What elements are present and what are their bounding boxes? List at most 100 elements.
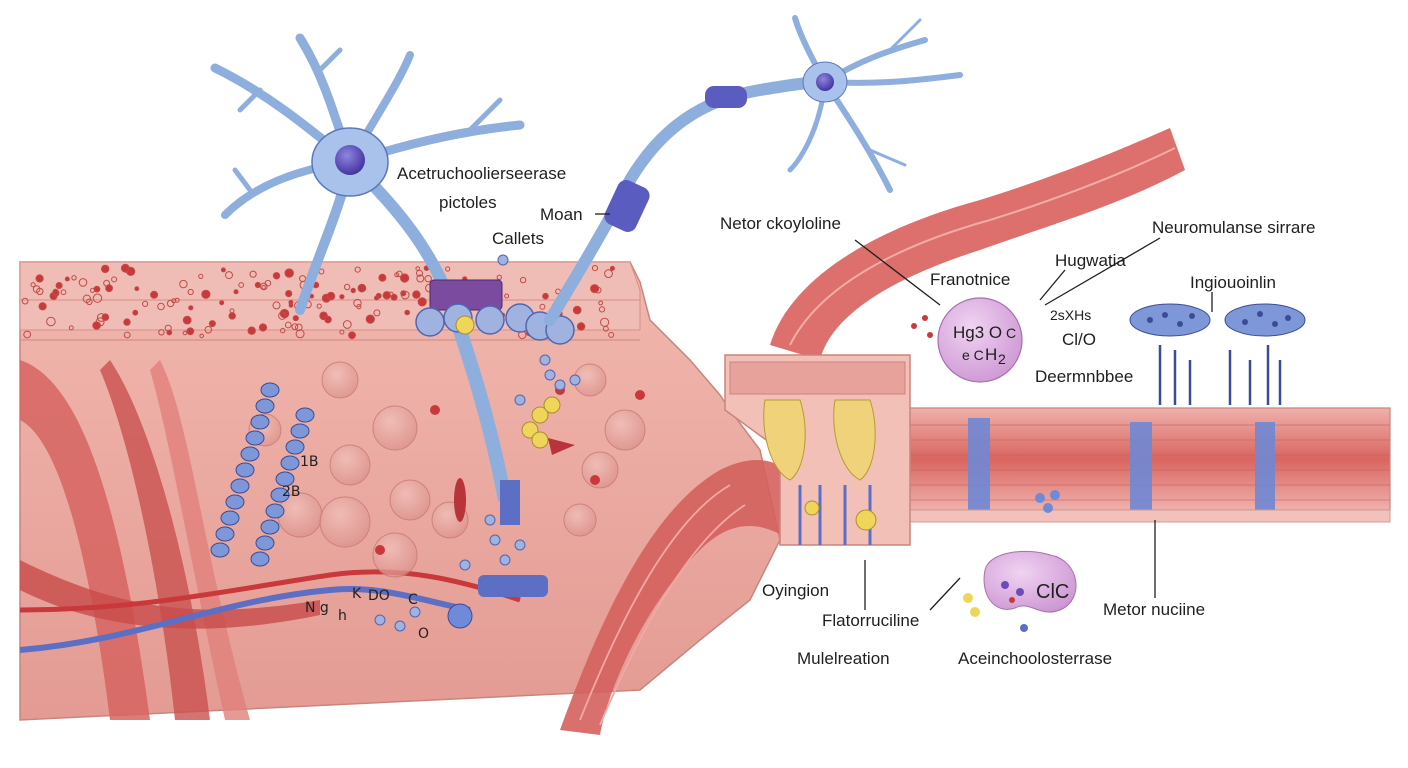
formula-label: H [985,345,997,364]
speckle-dot [357,283,367,293]
speckle-dot [158,329,165,336]
speckle-dot [238,282,245,288]
speckle-dot [348,331,356,340]
speckle-dot [288,303,294,308]
formula-label: C [1006,325,1016,341]
vesicle-chains [210,382,315,567]
speckle-dot [171,298,177,304]
blood-cell [430,405,440,415]
speckle-dot [92,293,103,303]
tissue-cell [319,496,371,548]
speckle-dot [324,315,332,324]
chain-vesicle [255,535,275,551]
speckle-dot [35,274,44,283]
speckle-dot [157,302,165,311]
speckle-dot [590,284,600,294]
chain-vesicle [245,430,265,446]
speckle-dot [412,290,421,299]
speckle-dot [354,266,361,273]
artery-red [19,569,521,613]
speckle-dot [60,289,67,296]
speckle-dot [64,276,70,282]
mitochondrion [855,509,877,531]
speckle-dot [604,269,613,279]
speckle-dot [219,300,225,306]
chain-vesicle [280,455,300,471]
tissue-cell [329,444,371,486]
left-muscle-bundles [20,360,320,720]
label-ingiouoinlin: Ingiouoinlin [1190,273,1276,292]
speckle-dot [339,329,345,335]
speckle-dot [278,311,287,320]
tissue-cell [389,479,431,521]
junction-terminal [724,354,911,546]
speckle-dot [204,325,213,334]
speckle-dot [93,285,101,293]
speckle-dot [82,294,92,303]
tissue-cells [248,361,646,578]
vesicle [544,369,556,381]
note-k: K [352,586,362,602]
speckle-dot [166,299,175,308]
formula-label: 2 [998,351,1006,367]
chain-vesicle [230,478,250,494]
speckle-dot [225,271,233,280]
leader-lines [595,213,1213,611]
vesicle [489,534,501,546]
vesicle [374,614,386,626]
chain-vesicle [250,414,270,430]
speckle-dot [404,309,411,316]
speckle-dot [258,323,268,332]
chain-vesicle [290,423,310,439]
speckle-dot [396,270,403,278]
label-hugwatia: Hugwatia [1055,251,1126,270]
chain-vesicle [240,446,260,462]
speckle-dot [78,278,88,287]
speckle-dot [342,320,352,329]
speckle-dot [52,288,59,296]
speckle-dot [166,329,173,336]
nucleus [816,73,834,91]
tissue-cell [372,405,418,451]
speckle-dot [55,282,63,289]
blood-cell [590,475,600,485]
speckle-dot [247,326,256,335]
tissue-cell [372,532,418,578]
speckle-dot [150,290,159,299]
left-tissue-block [19,261,781,721]
vesicle [484,514,496,526]
speckle-dot [316,303,322,309]
label-netor: Netor ckoyloline [720,214,841,233]
enzyme-molecule-bottom [963,490,1077,632]
z-band [1255,422,1275,510]
speckle-dot [21,297,29,305]
speckle-dot [445,266,451,272]
chain-vesicle [260,382,280,398]
speckle-dot [350,287,356,294]
chain-vesicle [295,407,315,423]
tissue-cell [604,409,646,451]
speckle-dot [295,323,303,332]
speckle-dot [111,276,118,283]
speckle-dot [339,294,345,300]
speckle-dot [134,286,140,292]
label-flatorruciline: Flatorruciline [822,611,919,630]
speckle-dot [353,298,362,308]
speckle-dot [572,305,582,315]
label-oyingion: Oyingion [762,581,829,600]
speckle-dot [280,327,286,334]
speckle-dot [416,274,425,283]
diagonal-muscle-lower [560,460,810,735]
enzyme-molecule-top: Hg3 O C e C H 2 [911,297,1023,383]
chain-vesicle [220,510,240,526]
speckle-dot [394,272,400,278]
speckle-dot [576,322,586,331]
axon-terminal-left [374,254,581,632]
vesicle [459,559,471,571]
formula-label: Hg3 O [953,323,1002,342]
speckle-dot [261,285,266,290]
speckle-dot [182,315,192,325]
speckle-dot [101,264,110,274]
vesicle [475,305,505,335]
